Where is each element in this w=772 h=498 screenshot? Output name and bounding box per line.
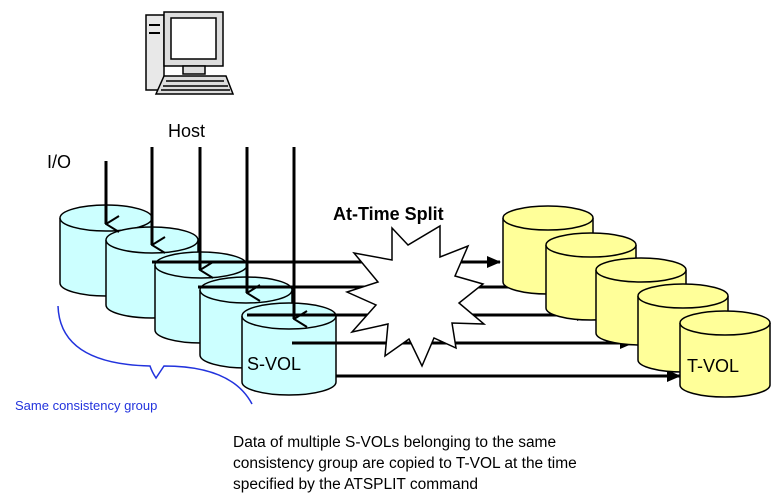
consistency-group-bracket: [57, 305, 253, 405]
caption-line: specified by the ATSPLIT command: [233, 476, 478, 493]
starburst-icon: [344, 224, 487, 368]
at-time-split-label: At-Time Split: [333, 204, 444, 224]
consistency-group-label: Same consistency group: [15, 398, 158, 413]
diagram-caption: Data of multiple S-VOLs belonging to the…: [233, 432, 772, 495]
svol-cylinder: [241, 302, 337, 396]
tvol-label: T-VOL: [687, 356, 740, 376]
io-label: I/O: [47, 152, 72, 172]
svol-label: S-VOL: [247, 354, 302, 374]
host-computer-icon: [145, 11, 235, 95]
caption-line: Data of multiple S-VOLs belonging to the…: [233, 434, 557, 451]
host-label: Host: [168, 121, 206, 141]
io-arrows: [104, 147, 294, 319]
tvol-cylinder: [679, 310, 771, 398]
caption-line: consistency group are copied to T-VOL at…: [233, 455, 577, 472]
